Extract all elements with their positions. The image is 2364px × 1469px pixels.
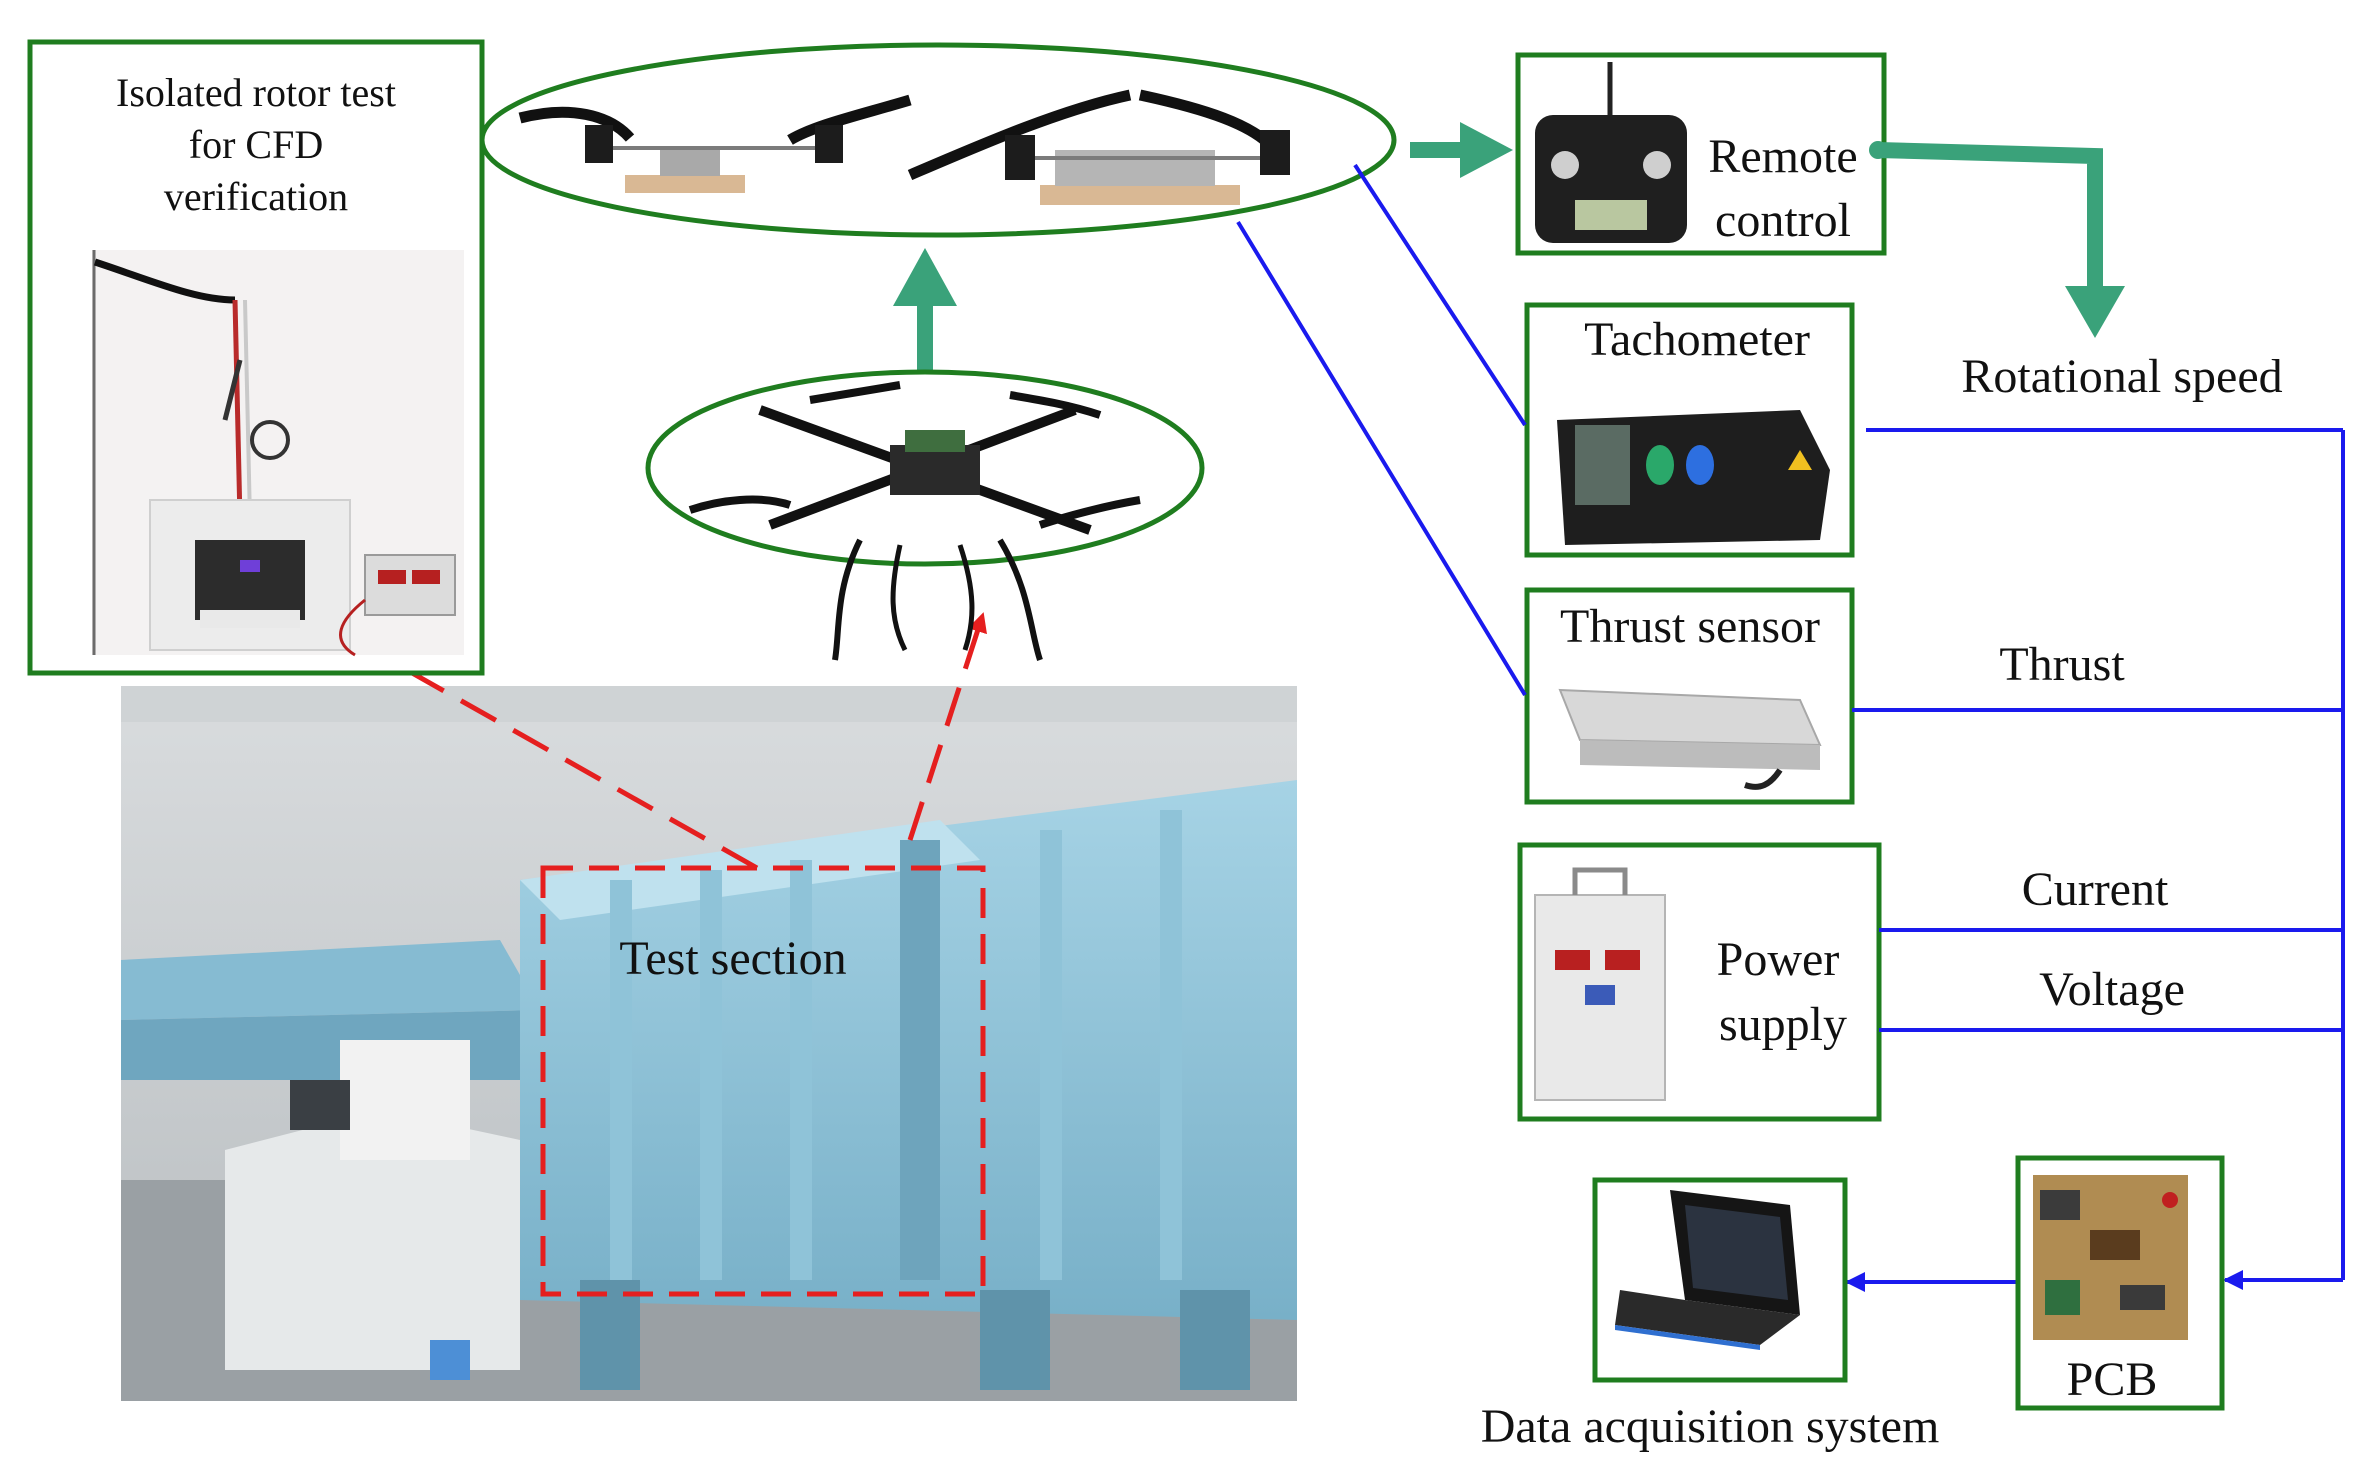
rotor-test-rig-photo — [92, 250, 464, 657]
pcb-box: PCB — [2015, 1155, 2225, 1411]
tachometer-box: Tachometer — [1524, 302, 1855, 558]
thrust-sensor-box: Thrust sensor — [1524, 587, 1855, 805]
rotational-speed-label: Rotational speed — [1961, 350, 2282, 403]
rotor-pair-group — [479, 42, 1397, 238]
power-supply-label-line1: Power — [1717, 933, 1840, 986]
rotor-pair-icon — [518, 89, 1290, 205]
remote-to-speed-arrow-head — [2065, 286, 2125, 338]
tachometer-icon — [1557, 410, 1830, 545]
rotor-to-tachometer-line — [1353, 163, 1527, 427]
load-cell-icon — [1558, 688, 1822, 790]
remote-to-speed-arrow — [1877, 142, 2103, 292]
rotor-to-thrust-sensor-line — [1236, 220, 1527, 697]
thrust-label: Thrust — [1999, 638, 2125, 691]
power-supply-box: Power supply — [1517, 842, 1882, 1122]
remote-control-icon — [1535, 62, 1687, 243]
current-label: Current — [2022, 863, 2169, 916]
voltage-label: Voltage — [2039, 963, 2185, 1016]
isolated-rotor-test-panel: Isolated rotor test for CFD verification — [27, 39, 485, 676]
remote-control-label-line2: control — [1715, 194, 1851, 247]
test-section-label: Test section — [619, 932, 846, 985]
isolated-rotor-title-line3: verification — [164, 174, 348, 219]
power-supply-label-line2: supply — [1719, 998, 1847, 1051]
isolated-rotor-title-line2: for CFD — [189, 122, 323, 167]
pcb-label: PCB — [2067, 1353, 2158, 1406]
wind-tunnel-photo — [121, 686, 1297, 1401]
quadrotor-group — [645, 369, 1205, 661]
remote-control-box: Remote control — [1515, 52, 1887, 256]
circuit-board-icon — [2033, 1175, 2188, 1340]
rotor-to-remote-arrow-head — [1460, 122, 1513, 178]
isolated-rotor-title-line1: Isolated rotor test — [116, 70, 396, 115]
remote-to-speed-arrow-origin — [1869, 141, 1887, 159]
quadrotor-icon — [688, 381, 1141, 661]
laptop-icon — [1615, 1190, 1800, 1350]
tachometer-label: Tachometer — [1584, 313, 1810, 366]
power-supply-icon — [1534, 867, 1666, 1101]
laptop-box — [1592, 1177, 1848, 1383]
callout-arrow-to-quadrotor — [907, 612, 987, 841]
callout-arrow-to-rotor-test — [373, 649, 759, 871]
data-acquisition-system-label: Data acquisition system — [1481, 1400, 1940, 1453]
thrust-sensor-label: Thrust sensor — [1560, 600, 1820, 653]
test-section-callout — [540, 865, 986, 1297]
quadrotor-to-rotor-arrow-head — [893, 248, 957, 306]
remote-control-label-line1: Remote — [1708, 130, 1857, 183]
